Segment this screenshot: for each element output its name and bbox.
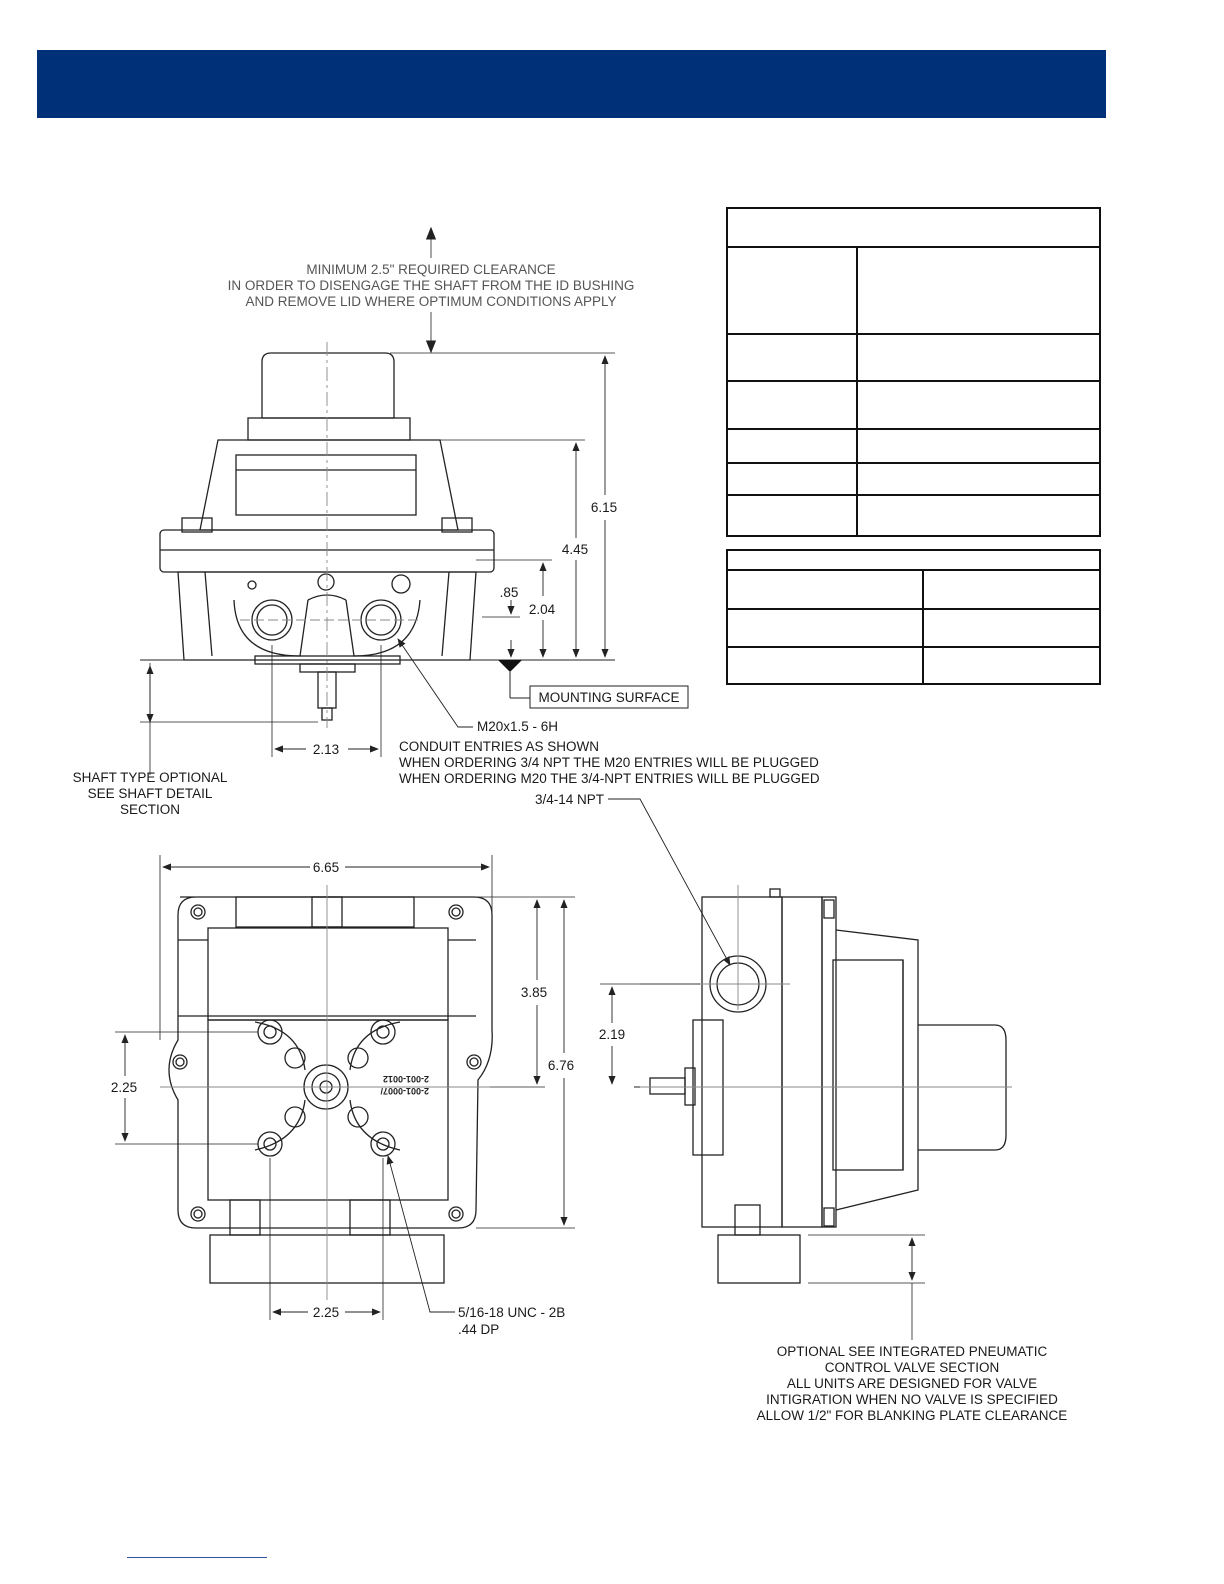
front-view-labels: MINIMUM 2.5" REQUIRED CLEARANCE IN ORDER… [73,262,820,817]
dim-pattern-vertical: 2.25 [111,1080,137,1095]
part-number-1: 2-001-0007/ [380,1086,429,1096]
spec-row-divider [728,246,1099,248]
dim-small: .85 [500,585,519,600]
clearance-note-line-1: MINIMUM 2.5" REQUIRED CLEARANCE [306,262,555,277]
front-view [140,226,689,775]
mounting-surface-label: MOUNTING SURFACE [538,690,679,705]
mat-row-divider [728,646,1099,648]
dim-conduit-height: 2.04 [529,602,556,617]
dim-pattern-horizontal: 2.25 [313,1305,339,1320]
header-banner [37,50,1106,118]
conduit-thread-label: M20x1.5 - 6H [477,719,558,734]
shaft-note-line-3: SECTION [120,802,180,817]
mat-column-divider [922,569,924,683]
bottom-view [115,855,575,1320]
conduit-note-line-2: WHEN ORDERING 3/4 NPT THE M20 ENTRIES WI… [399,755,819,770]
pneumatic-note-line-3: ALL UNITS ARE DESIGNED FOR VALVE [787,1376,1037,1391]
clearance-note-line-3: AND REMOVE LID WHERE OPTIMUM CONDITIONS … [245,294,616,309]
conduit-note-line-1: CONDUIT ENTRIES AS SHOWN [399,739,599,754]
clearance-note-line-2: IN ORDER TO DISENGAGE THE SHAFT FROM THE… [228,278,635,293]
spec-column-divider [856,246,858,535]
bolt-thread-line-1: 5/16-18 UNC - 2B [458,1305,565,1320]
bolt-thread-line-2: .44 DP [458,1322,499,1337]
materials-table [726,549,1101,685]
side-view-labels: 3/4-14 NPT 2.19 OPTIONAL SEE INTEGRATED … [535,792,1067,1423]
spec-row-divider [728,428,1099,430]
side-view [600,798,1012,1340]
pneumatic-note-line-5: ALLOW 1/2" FOR BLANKING PLATE CLEARANCE [757,1408,1068,1423]
dim-entry: 2.19 [599,1027,625,1042]
spec-row-divider [728,494,1099,496]
pneumatic-note-line-1: OPTIONAL SEE INTEGRATED PNEUMATIC [777,1344,1048,1359]
pneumatic-note-line-2: CONTROL VALVE SECTION [825,1360,1000,1375]
part-number-2: 2-001-0012 [383,1074,429,1084]
shaft-note-line-2: SEE SHAFT DETAIL [88,786,213,801]
pneumatic-note-line-4: INTIGRATION WHEN NO VALVE IS SPECIFIED [766,1392,1058,1407]
spec-row-divider [728,380,1099,382]
bottom-view-labels: 6.65 3.85 6.76 2.25 2.25 5/16-18 UNC - 2… [111,860,574,1337]
dim-depth: 6.76 [548,1058,574,1073]
mat-row-divider [728,569,1099,571]
npt-label: 3/4-14 NPT [535,792,604,807]
dim-conduit-spacing: 2.13 [313,742,339,757]
dim-overall-height: 6.15 [591,500,617,515]
spec-row-divider [728,462,1099,464]
conduit-note-line-3: WHEN ORDERING M20 THE 3/4-NPT ENTRIES WI… [399,771,820,786]
mat-row-divider [728,608,1099,610]
spec-row-divider [728,333,1099,335]
shaft-note-line-1: SHAFT TYPE OPTIONAL [73,770,228,785]
dim-width: 6.65 [313,860,339,875]
footer-link-underline[interactable] [127,1557,267,1558]
specification-table [726,207,1101,537]
dim-half: 3.85 [521,985,547,1000]
dim-body-height: 4.45 [562,542,588,557]
